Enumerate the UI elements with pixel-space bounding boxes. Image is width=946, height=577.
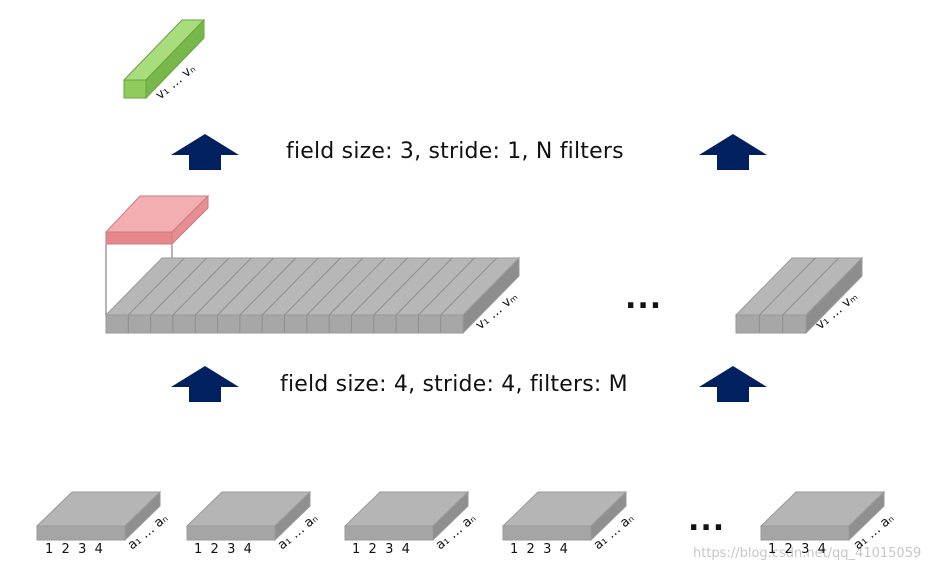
slice-divider bbox=[150, 257, 207, 316]
input-index-label: 1 2 3 4 bbox=[45, 542, 103, 557]
slice-divider bbox=[284, 257, 341, 316]
input-index-label: 1 2 3 4 bbox=[194, 542, 252, 557]
layer1-caption: field size: 4, stride: 4, filters: M bbox=[280, 372, 628, 397]
layer1-ellipsis: ... bbox=[625, 281, 663, 316]
input-index-label: 1 2 3 4 bbox=[768, 542, 826, 557]
slice-divider bbox=[758, 257, 816, 316]
input-block-front bbox=[186, 525, 276, 541]
input-index-label: 1 2 3 4 bbox=[352, 542, 410, 557]
layer2-caption: field size: 3, stride: 1, N filters bbox=[286, 139, 624, 164]
slice-divider bbox=[306, 257, 364, 316]
input-block-front bbox=[36, 525, 126, 541]
input-block-front bbox=[344, 525, 434, 541]
input-index-label: 1 2 3 4 bbox=[510, 542, 568, 557]
slice-divider bbox=[194, 257, 252, 316]
slice-divider bbox=[395, 257, 453, 316]
slice-divider bbox=[440, 257, 498, 316]
up-arrow-icon bbox=[171, 134, 239, 170]
output-vector bbox=[122, 18, 206, 100]
slice-divider bbox=[351, 257, 408, 316]
feature-map-block bbox=[734, 256, 864, 335]
slice-divider bbox=[782, 257, 840, 316]
slice-divider bbox=[261, 257, 319, 316]
slice-divider bbox=[239, 257, 297, 316]
input-block-front bbox=[502, 525, 592, 541]
up-arrow-icon bbox=[171, 366, 239, 402]
input-ellipsis: ... bbox=[688, 503, 726, 538]
input-block-front bbox=[760, 525, 850, 541]
input-row bbox=[35, 490, 886, 542]
slice-divider bbox=[217, 257, 274, 316]
watermark: https://blog.csdn.net/qq_41015059 bbox=[693, 546, 922, 561]
up-arrow-icon bbox=[699, 134, 767, 170]
slice-divider bbox=[172, 257, 230, 316]
feature-map-block bbox=[104, 256, 521, 335]
up-arrow-icon bbox=[699, 366, 767, 402]
filter-window bbox=[104, 194, 210, 246]
slab-front bbox=[735, 314, 807, 334]
slice-divider bbox=[127, 257, 185, 316]
slice-divider bbox=[328, 257, 386, 316]
slice-divider bbox=[373, 257, 431, 316]
slice-divider bbox=[418, 257, 475, 316]
